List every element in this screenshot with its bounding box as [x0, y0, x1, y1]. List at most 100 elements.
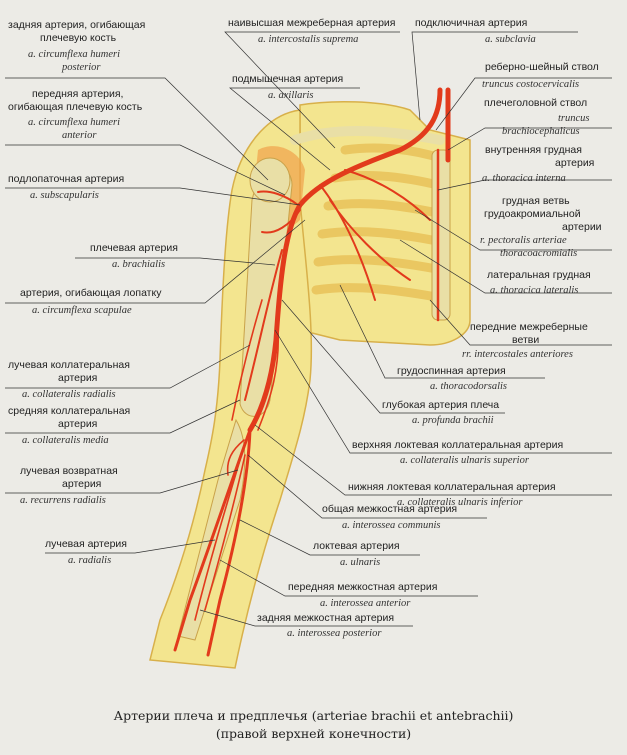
label-radialis-ru: лучевая артерия — [45, 538, 127, 550]
label-thoracica-interna-lat: a. thoracica interna — [482, 173, 566, 184]
label-subclavia-ru: подключичная артерия — [415, 17, 528, 29]
label-circumflexa-posterior-ru-2: плечевую кость — [40, 32, 117, 44]
label-interossea-posterior-ru: задняя межкостная артерия — [257, 612, 395, 624]
label-pectoralis-ru-1: грудная ветвь — [502, 195, 570, 207]
label-intercostales-anteriores-ru-2: ветви — [512, 334, 540, 346]
label-axillaris-ru: подмышечная артерия — [232, 73, 344, 85]
interosseous-branches — [194, 454, 246, 621]
leader-circumflexa-anterior — [5, 144, 286, 196]
label-subclavia-lat: a. subclavia — [485, 34, 536, 45]
label-ulnaris-inferior-lat: a. collateralis ulnaris inferior — [397, 497, 523, 508]
label-circumflexa-posterior-ru-1: задняя артерия, огибающая — [8, 19, 146, 31]
label-collateralis-radialis-ru-1: лучевая коллатеральная — [8, 359, 130, 371]
label-circumflexa-anterior-lat-2: anterior — [62, 130, 97, 141]
label-circumflexa-scapulae-lat: a. circumflexa scapulae — [32, 305, 132, 316]
label-thoracica-interna-ru-2: артерия — [555, 157, 595, 169]
figure-caption-line-2: (правой верхней конечности) — [215, 726, 412, 741]
radial-artery-path — [173, 428, 252, 652]
label-brachiocephalicus-ru: плечеголовной ствол — [484, 97, 588, 109]
sternum — [431, 149, 451, 321]
label-collateralis-media-ru-1: средняя коллатеральная — [8, 405, 131, 417]
label-collateralis-radialis-lat: a. collateralis radialis — [22, 389, 116, 400]
label-circumflexa-anterior-lat-1: a. circumflexa humeri — [28, 117, 121, 128]
label-circumflexa-posterior-lat-2: posterior — [62, 62, 101, 73]
label-profunda-brachii-ru: глубокая артерия плеча — [382, 399, 500, 411]
label-recurrens-radialis-ru-1: лучевая возвратная — [20, 465, 118, 477]
leader-intercostalis-suprema — [224, 31, 400, 149]
label-thoracica-lateralis-ru: латеральная грудная — [487, 269, 591, 281]
leader-circumflexa-scapulae — [5, 219, 306, 304]
figure-caption-line-1: Артерии плеча и предплечья (arteriae bra… — [113, 708, 514, 723]
label-ulnaris-lat: a. ulnaris — [340, 557, 381, 568]
label-circumflexa-anterior-ru-2: огибающая плечевую кость — [8, 101, 143, 113]
label-pectoralis-ru-3: артерии — [562, 221, 602, 233]
label-subscapularis-lat: a. subscapularis — [30, 190, 99, 201]
label-interossea-anterior-lat: a. interossea anterior — [320, 598, 411, 609]
leader-collateralis-radialis — [5, 344, 251, 389]
leader-interossea-communis — [247, 454, 487, 519]
label-recurrens-radialis-ru-2: артерия — [62, 478, 102, 490]
leader-ulnaris-superior — [274, 329, 612, 454]
label-pectoralis-lat-2: thoracoacromialis — [500, 248, 578, 259]
label-recurrens-radialis-lat: a. recurrens radialis — [20, 495, 106, 506]
leader-brachialis — [75, 257, 276, 266]
label-profunda-brachii-lat: a. profunda brachii — [412, 415, 494, 426]
label-collateralis-media-lat: a. collateralis media — [22, 435, 109, 446]
label-thoracica-lateralis-lat: a. thoracica lateralis — [490, 285, 579, 296]
label-axillaris-lat: a. axillaris — [268, 90, 314, 101]
leader-ulnaris-inferior — [254, 424, 612, 496]
label-collateralis-radialis-ru-2: артерия — [58, 372, 98, 384]
label-interossea-communis-ru: общая межкостная артерия — [322, 503, 458, 515]
label-ulnaris-superior-lat: a. collateralis ulnaris superior — [400, 455, 529, 466]
circumflex-humeral-branches — [257, 190, 301, 234]
collateral-branches — [226, 299, 280, 476]
leader-recurrens-radialis — [5, 469, 239, 494]
label-pectoralis-ru-2: грудоакромиальной — [484, 208, 581, 220]
label-costocervicalis-lat: truncus costocervicalis — [482, 79, 580, 90]
label-interossea-anterior-ru: передняя межкостная артерия — [288, 581, 438, 593]
label-interossea-communis-lat: a. interossea communis — [342, 520, 441, 531]
leader-pectoralis — [414, 209, 612, 251]
label-collateralis-media-ru-2: артерия — [58, 418, 98, 430]
label-brachiocephalicus-lat-1: truncus — [558, 113, 590, 124]
label-thoracodorsalis-lat: a. thoracodorsalis — [430, 381, 508, 392]
leader-axillaris — [229, 87, 360, 171]
label-ulnaris-ru: локтевая артерия — [313, 540, 400, 552]
label-thoracica-interna-ru-1: внутренняя грудная — [485, 144, 582, 156]
label-pectoralis-lat-1: r. pectoralis arteriae — [480, 235, 567, 246]
leader-collateralis-media — [5, 399, 241, 434]
label-intercostalis-suprema-lat: a. intercostalis suprema — [258, 34, 359, 45]
label-interossea-posterior-lat: a. interossea posterior — [287, 628, 382, 639]
leader-thoracica-interna — [437, 179, 612, 191]
leader-intercostales-anteriores — [429, 299, 612, 346]
leader-circumflexa-posterior — [5, 77, 269, 181]
leader-subscapularis — [5, 187, 301, 206]
thoracic-branches — [319, 169, 431, 301]
label-subscapularis-ru: подлопаточная артерия — [8, 173, 125, 185]
label-ulnaris-inferior-ru: нижняя локтевая коллатеральная артерия — [348, 481, 556, 493]
label-circumflexa-anterior-ru-1: передняя артерия, — [32, 88, 124, 100]
leader-lines — [5, 31, 612, 627]
label-thoracodorsalis-ru: грудоспинная артерия — [397, 365, 506, 377]
leader-brachiocephalicus — [447, 127, 612, 151]
leader-subclavia — [411, 31, 578, 121]
leader-thoracodorsalis — [339, 284, 545, 379]
label-brachialis-lat: a. brachialis — [112, 259, 166, 270]
label-intercostales-anteriores-ru-1: передние межреберные — [470, 321, 588, 333]
label-circumflexa-scapulae-ru: артерия, огибающая лопатку — [20, 287, 162, 299]
leader-ulnaris — [239, 519, 420, 556]
leader-interossea-anterior — [219, 559, 478, 597]
label-radialis-lat: a. radialis — [68, 555, 112, 566]
ulnar-artery-path — [206, 428, 252, 657]
leader-radialis — [45, 539, 216, 554]
label-circumflexa-posterior-lat-1: a. circumflexa humeri — [28, 49, 121, 60]
label-brachialis-ru: плечевая артерия — [90, 242, 178, 254]
leader-profunda-brachii — [281, 299, 505, 414]
label-ulnaris-superior-ru: верхняя локтевая коллатеральная артерия — [352, 439, 564, 451]
label-intercostales-anteriores-lat: rr. intercostales anteriores — [462, 349, 573, 360]
profunda-brachii-path — [244, 249, 283, 401]
leader-costocervicalis — [435, 77, 612, 131]
label-costocervicalis-ru: реберно-шейный ствол — [485, 61, 599, 73]
leader-interossea-posterior — [199, 609, 413, 627]
